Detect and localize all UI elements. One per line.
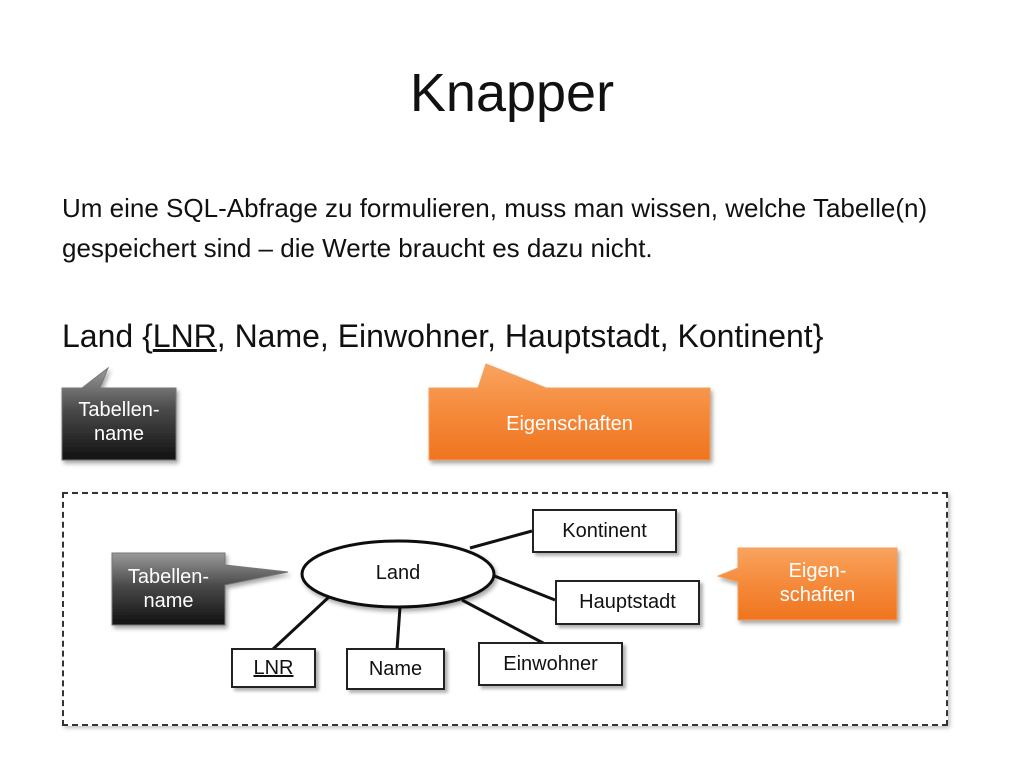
callout-label-line: name bbox=[143, 590, 194, 612]
callout-label-line: Tabellen- bbox=[78, 399, 160, 421]
attribute-einwohner: Einwohner bbox=[478, 642, 623, 686]
attribute-kontinent: Kontinent bbox=[532, 509, 677, 553]
relation-schema: Land {LNR, Name, Einwohner, Hauptstadt, … bbox=[62, 318, 823, 355]
attribute-lnr-primary-key: LNR bbox=[231, 648, 316, 688]
callout-label-line: schaften bbox=[779, 584, 856, 606]
edge-land-hauptstadt bbox=[491, 573, 556, 602]
schema-primary-key: LNR bbox=[152, 318, 217, 354]
callout-properties-top bbox=[428, 363, 711, 461]
schema-prefix: Land { bbox=[62, 318, 153, 354]
edge-land-name bbox=[395, 606, 402, 651]
callout-properties-top-text: Eigenschaften bbox=[506, 413, 633, 435]
callout-properties-bottom bbox=[716, 547, 898, 621]
callout-label-line: Eigen- bbox=[788, 560, 847, 582]
attribute-hauptstadt: Hauptstadt bbox=[555, 580, 700, 625]
entity-land bbox=[300, 539, 496, 609]
callout-properties-bottom-text: Eigen- schaften bbox=[738, 559, 897, 607]
slide-title: Knapper bbox=[409, 63, 615, 123]
callout-table-name-bottom bbox=[111, 552, 289, 626]
schema-attributes: , Name, Einwohner, Hauptstadt, Kontinent… bbox=[216, 318, 824, 354]
er-diagram-frame bbox=[62, 492, 948, 726]
callout-label-line: name bbox=[93, 423, 145, 445]
callout-table-name-top-text: Tabellen- name bbox=[62, 398, 176, 446]
entity-land-label: Land bbox=[375, 562, 421, 584]
callout-table-name-top bbox=[61, 366, 177, 461]
callout-table-name-bottom-text: Tabellen- name bbox=[112, 565, 225, 613]
intro-paragraph: Um eine SQL-Abfrage zu formulieren, muss… bbox=[62, 193, 928, 263]
edge-land-kontinent bbox=[469, 529, 533, 550]
callout-label-line: Tabellen- bbox=[127, 566, 210, 588]
edge-land-lnr bbox=[270, 594, 332, 652]
edge-land-einwohner bbox=[461, 598, 546, 646]
attribute-name: Name bbox=[346, 648, 445, 690]
